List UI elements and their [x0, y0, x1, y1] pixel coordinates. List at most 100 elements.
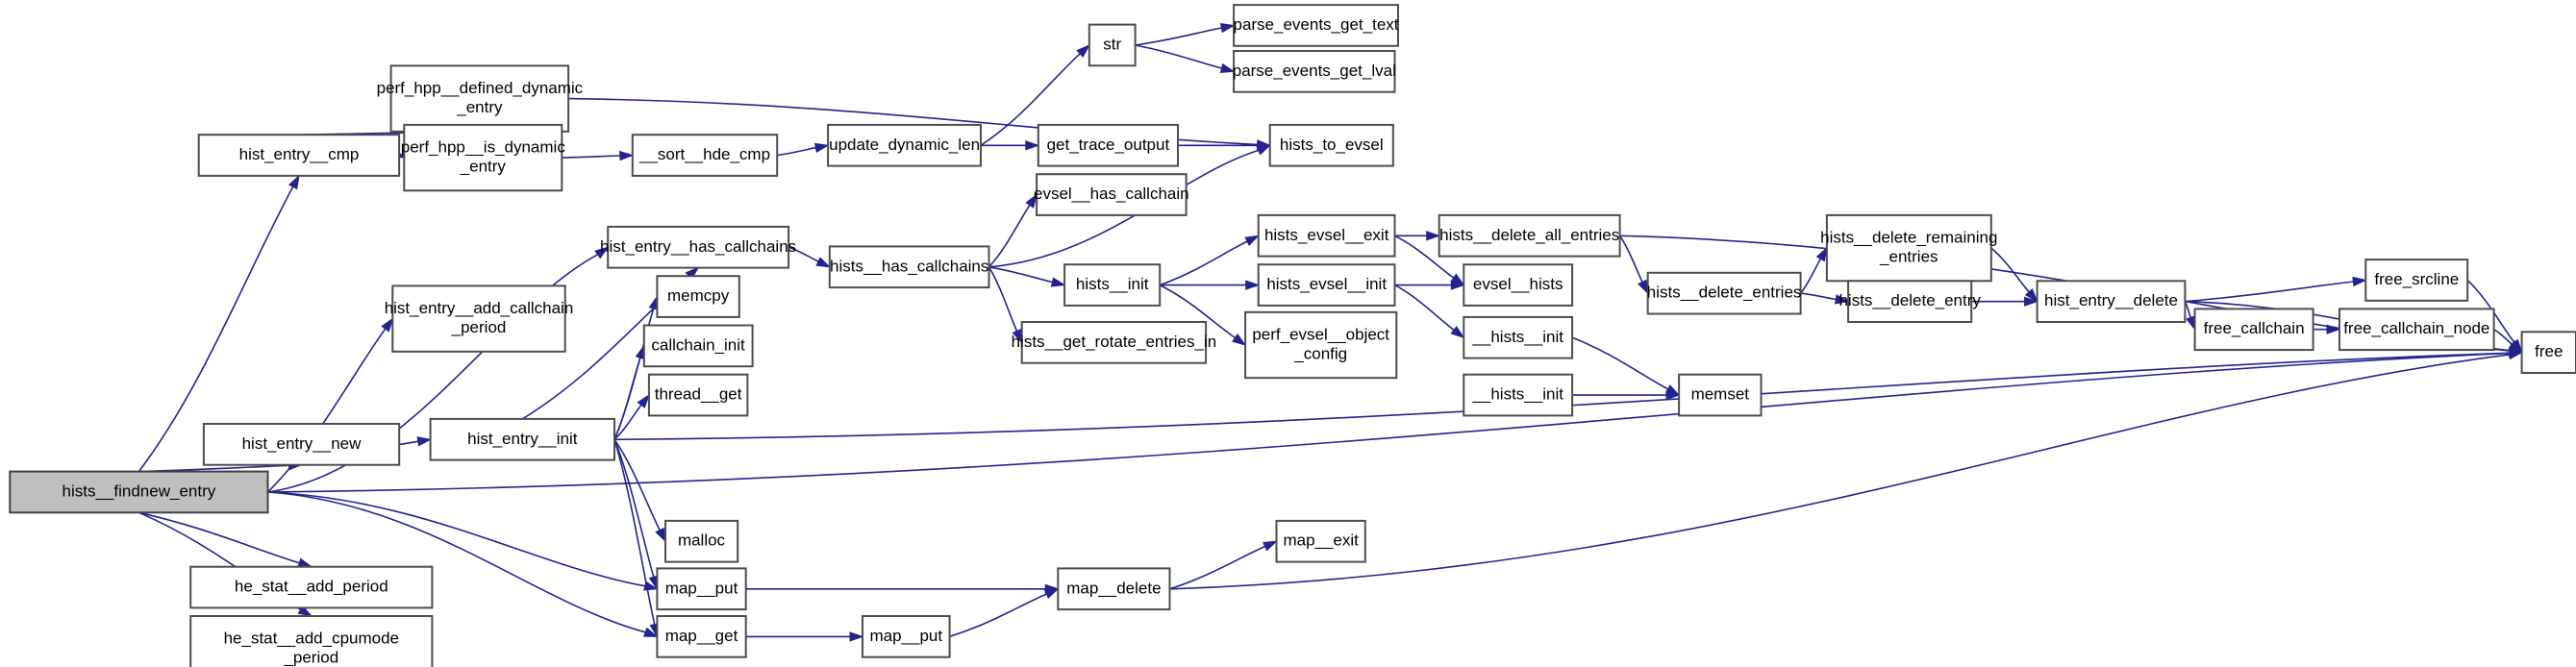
graph-node-hists_to_evsel[interactable]: hists_to_evsel — [1268, 123, 1394, 167]
graph-node-memset[interactable]: memset — [1678, 373, 1763, 417]
graph-node-hists__delete_entry[interactable]: hists__delete_entry — [1838, 280, 1981, 323]
graph-node-hists__init[interactable]: hists__init — [1063, 263, 1162, 307]
graph-node-hists_evsel__init[interactable]: hists_evsel__init — [1257, 263, 1396, 307]
node-box[interactable] — [1020, 321, 1208, 364]
call-edge-arrowhead — [1263, 540, 1278, 552]
graph-node-hist_entry__has_callchains[interactable]: hist_entry__has_callchains — [600, 225, 796, 269]
call-edge — [267, 352, 2510, 493]
graph-node-thread__get[interactable]: thread__get — [647, 373, 749, 417]
call-edge — [1800, 292, 1837, 301]
graph-node-__hists__init_b[interactable]: __hists__init — [1463, 373, 1574, 417]
node-box[interactable] — [607, 225, 790, 269]
node-box[interactable] — [1063, 263, 1162, 307]
graph-node-perf_hpp__is_dynamic_entry[interactable]: perf_hpp__is_dynamic_entry — [401, 123, 566, 192]
node-box[interactable] — [1036, 173, 1188, 216]
graph-node-update_dynamic_len[interactable]: update_dynamic_len — [827, 123, 982, 167]
graph-node-hists__findnew_entry[interactable]: hists__findnew_entry — [9, 470, 269, 514]
node-box[interactable] — [656, 615, 747, 658]
node-box[interactable] — [9, 470, 269, 514]
node-box[interactable] — [197, 134, 401, 177]
node-box[interactable] — [1646, 271, 1802, 315]
node-box[interactable] — [2338, 308, 2495, 352]
node-box[interactable] — [1037, 123, 1180, 167]
graph-node-evsel__has_callchain[interactable]: evsel__has_callchain — [1034, 173, 1189, 216]
graph-node-he_stat__add_period[interactable]: he_stat__add_period — [189, 565, 434, 609]
node-box[interactable] — [862, 615, 951, 658]
graph-node-parse_events_get_lval[interactable]: parse_events_get_lval — [1233, 50, 1396, 93]
graph-node-hists_evsel__exit[interactable]: hists_evsel__exit — [1257, 213, 1396, 258]
node-box[interactable] — [1463, 263, 1574, 307]
node-box[interactable] — [403, 123, 563, 192]
graph-node-map__put2[interactable]: map__put — [862, 615, 951, 658]
graph-node-free[interactable]: free — [2520, 331, 2576, 374]
node-box[interactable] — [1057, 567, 1171, 611]
graph-node-hists__delete_entries[interactable]: hists__delete_entries — [1646, 271, 1802, 315]
node-box[interactable] — [2036, 280, 2187, 323]
call-edge-arrowhead — [1244, 235, 1261, 246]
graph-node-hist_entry__delete[interactable]: hist_entry__delete — [2036, 280, 2187, 323]
node-box[interactable] — [828, 245, 990, 289]
graph-node-__sort__hde_cmp[interactable]: __sort__hde_cmp — [631, 134, 779, 177]
node-box[interactable] — [389, 64, 570, 133]
node-box[interactable] — [1233, 4, 1399, 47]
node-box[interactable] — [1233, 50, 1396, 93]
node-label: map__delete — [1066, 579, 1161, 597]
node-box[interactable] — [1257, 263, 1396, 307]
graph-node-hist_entry__new[interactable]: hist_entry__new — [202, 423, 401, 466]
graph-node-hists__delete_all_entries[interactable]: hists__delete_all_entries — [1438, 213, 1621, 258]
graph-node-map__delete[interactable]: map__delete — [1057, 567, 1171, 611]
node-box[interactable] — [1088, 23, 1137, 67]
node-box[interactable] — [2193, 308, 2314, 352]
graph-node-callchain_init[interactable]: callchain_init — [642, 324, 754, 368]
graph-node-he_stat__add_cpumode_period[interactable]: he_stat__add_cpumode_period — [189, 615, 434, 667]
node-box[interactable] — [647, 373, 749, 417]
node-box[interactable] — [827, 123, 982, 167]
node-box[interactable] — [1463, 315, 1574, 359]
node-box[interactable] — [2364, 259, 2469, 302]
node-box[interactable] — [429, 417, 615, 461]
graph-node-parse_events_get_text[interactable]: parse_events_get_text — [1233, 4, 1399, 47]
call-edge-arrowhead — [1219, 62, 1236, 73]
graph-node-map__put[interactable]: map__put — [656, 567, 747, 611]
node-box[interactable] — [1847, 280, 1973, 323]
node-box[interactable] — [1463, 373, 1574, 417]
node-box[interactable] — [202, 423, 401, 466]
graph-node-malloc[interactable]: malloc — [664, 519, 739, 563]
node-box[interactable] — [1678, 373, 1763, 417]
node-layer: hists__findnew_entry hist_entry__cmp hist_… — [9, 4, 2576, 667]
node-box[interactable] — [189, 565, 434, 609]
graph-node-free_srcline[interactable]: free_srcline — [2364, 259, 2469, 302]
call-edge-arrowhead — [1025, 140, 1040, 151]
node-box[interactable] — [664, 519, 739, 563]
graph-node-free_callchain_node[interactable]: free_callchain_node — [2338, 308, 2495, 352]
graph-node-__hists__init_a[interactable]: __hists__init — [1463, 315, 1574, 359]
graph-node-hist_entry__cmp[interactable]: hist_entry__cmp — [197, 134, 401, 177]
node-box[interactable] — [1438, 213, 1621, 258]
graph-node-perf_hpp__defined_dynamic_entry[interactable]: perf_hpp__defined_dynamic_entry — [377, 64, 584, 133]
graph-node-hists__get_rotate_entries_in[interactable]: hists__get_rotate_entries_in — [1012, 321, 1217, 364]
graph-node-get_trace_output[interactable]: get_trace_output — [1037, 123, 1180, 167]
node-box[interactable] — [1244, 310, 1398, 380]
node-box[interactable] — [631, 134, 779, 177]
node-box[interactable] — [189, 615, 434, 667]
graph-node-map__get[interactable]: map__get — [656, 615, 747, 658]
node-box[interactable] — [1257, 213, 1396, 258]
node-box[interactable] — [391, 284, 566, 353]
call-edge-arrowhead — [655, 527, 666, 543]
graph-node-str[interactable]: str — [1088, 23, 1137, 67]
node-box[interactable] — [656, 275, 740, 318]
graph-node-hist_entry__init[interactable]: hist_entry__init — [429, 417, 615, 461]
graph-node-hists__delete_remaining_entries[interactable]: hists__delete_remaining_entries — [1820, 213, 1997, 283]
node-box[interactable] — [2520, 331, 2576, 374]
node-box[interactable] — [642, 324, 754, 368]
graph-node-free_callchain[interactable]: free_callchain — [2193, 308, 2314, 352]
graph-node-hists__has_callchains[interactable]: hists__has_callchains — [828, 245, 990, 289]
node-box[interactable] — [1268, 123, 1394, 167]
graph-node-hist_entry__add_callchain_period[interactable]: hist_entry__add_callchain_period — [385, 284, 574, 353]
node-box[interactable] — [1275, 519, 1366, 563]
graph-node-perf_evsel__object_config[interactable]: perf_evsel__object_config — [1244, 310, 1398, 380]
graph-node-evsel__hists[interactable]: evsel__hists — [1463, 263, 1574, 307]
node-box[interactable] — [656, 567, 747, 611]
graph-node-memcpy[interactable]: memcpy — [656, 275, 740, 318]
graph-node-map__exit[interactable]: map__exit — [1275, 519, 1366, 563]
